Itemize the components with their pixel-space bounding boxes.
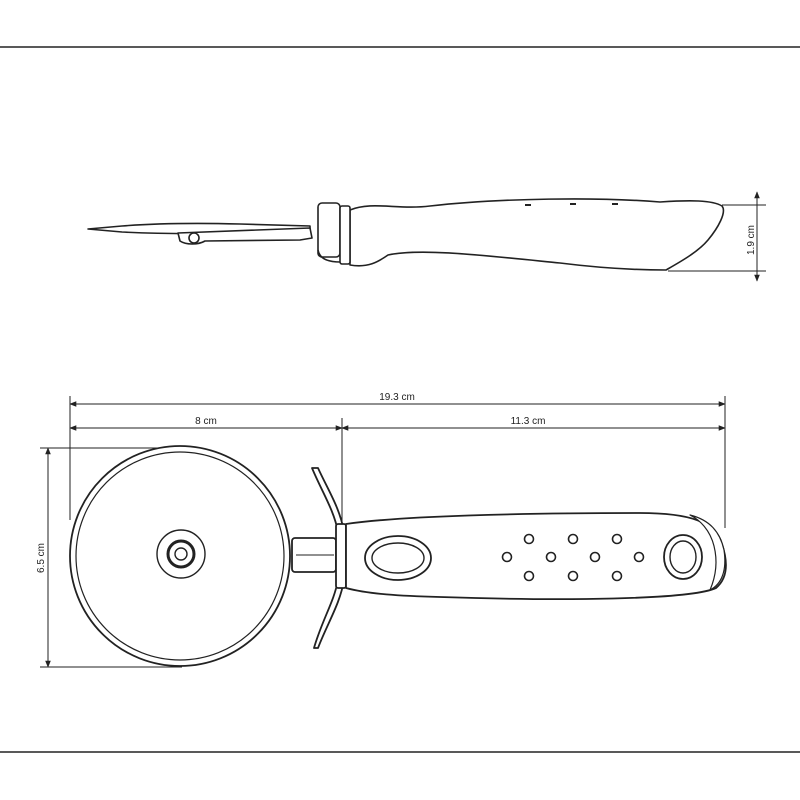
thickness-label: 1.9 cm: [746, 225, 757, 255]
thumb-guard: [311, 467, 345, 649]
hanging-hole-inner: [669, 540, 697, 574]
grip-dot: [611, 533, 623, 545]
grip-dots: [501, 533, 645, 582]
handle-length-label: 11.3 cm: [511, 416, 546, 427]
grip-dot: [501, 551, 513, 563]
segment-length-dimensions: [69, 418, 726, 524]
handle-slot-inner: [371, 542, 425, 574]
side-view-handle: [349, 198, 725, 271]
side-view-grip-bump: [525, 203, 618, 206]
side-view-fork: [177, 227, 313, 245]
side-view-axle: [188, 232, 200, 244]
thickness-dimension: [668, 191, 766, 282]
front-view: [69, 445, 727, 667]
grip-dot: [545, 551, 557, 563]
grip-dot: [633, 551, 645, 563]
grip-dot: [523, 533, 535, 545]
handle-collar: [335, 523, 347, 589]
handle-end-cap: [689, 514, 726, 591]
total-length-label: 19.3 cm: [379, 392, 415, 403]
side-view: [87, 198, 725, 271]
grip-dot: [567, 533, 579, 545]
side-view-collar-ring: [339, 205, 351, 265]
grip-dot: [567, 570, 579, 582]
handle-body: [345, 512, 727, 601]
diameter-label: 6.5 cm: [36, 543, 47, 573]
blade-hub-center: [174, 547, 188, 561]
side-view-collar: [317, 202, 341, 258]
side-view-guard: [317, 249, 341, 263]
total-length-dimension: [69, 396, 726, 528]
grip-dot: [589, 551, 601, 563]
grip-dot: [611, 570, 623, 582]
grip-dot: [523, 570, 535, 582]
blade-length-label: 8 cm: [195, 416, 217, 427]
